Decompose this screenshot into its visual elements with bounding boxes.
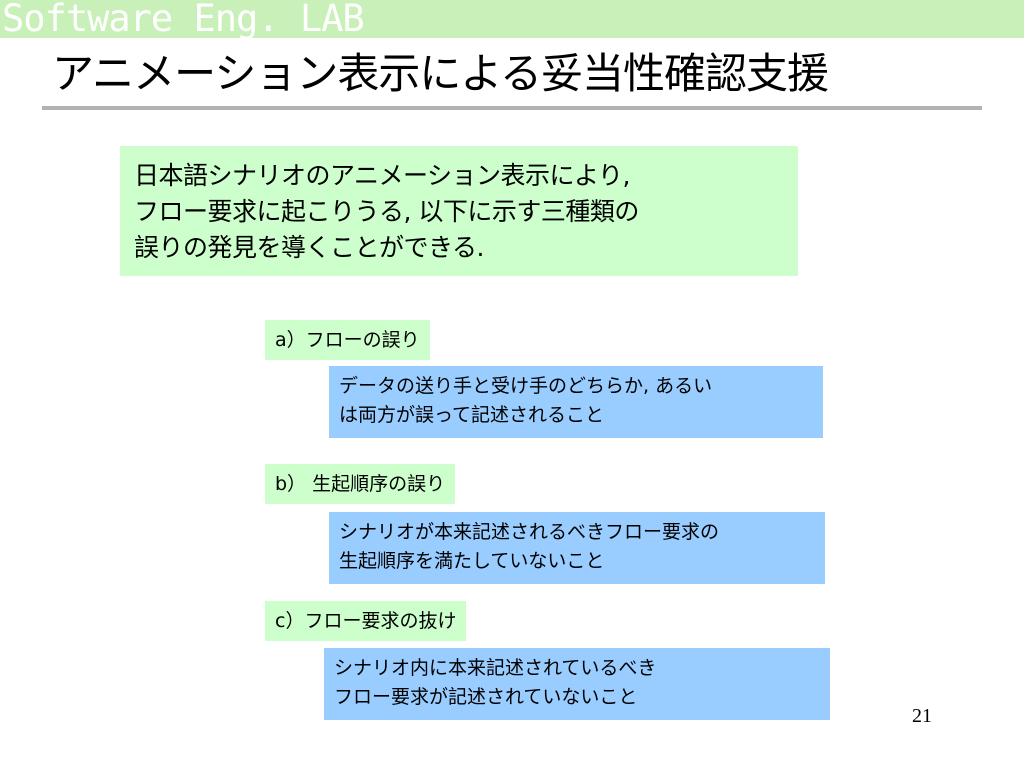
description-line: は両方が誤って記述されること	[339, 404, 605, 426]
title-underline	[42, 106, 982, 110]
page-number: 21	[912, 705, 932, 727]
intro-line: フロー要求に起こりうる, 以下に示す三種類の	[134, 197, 639, 226]
description-line: シナリオ内に本来記述されているべき	[334, 657, 657, 679]
header-band: Software Eng. LAB	[0, 0, 1024, 38]
description-line: シナリオが本来記述されるべきフロー要求の	[339, 521, 720, 543]
lab-logo: Software Eng. LAB	[2, 0, 365, 40]
intro-line: 誤りの発見を導くことができる.	[134, 233, 484, 262]
description-line: データの送り手と受け手のどちらか, あるい	[339, 375, 713, 397]
intro-box: 日本語シナリオのアニメーション表示により, フロー要求に起こりうる, 以下に示す…	[120, 146, 798, 276]
category-b-description: シナリオが本来記述されるべきフロー要求の 生起順序を満たしていないこと	[329, 512, 825, 584]
intro-line: 日本語シナリオのアニメーション表示により,	[134, 161, 630, 190]
category-b-label: b） 生起順序の誤り	[265, 464, 456, 504]
slide-title: アニメーション表示による妥当性確認支援	[52, 49, 829, 98]
category-c-description: シナリオ内に本来記述されているべき フロー要求が記述されていないこと	[324, 648, 830, 720]
category-c-label: c）フロー要求の抜け	[265, 601, 467, 641]
description-line: フロー要求が記述されていないこと	[334, 686, 638, 708]
category-a-label: a）フローの誤り	[265, 320, 430, 360]
description-line: 生起順序を満たしていないこと	[339, 550, 605, 572]
category-a-description: データの送り手と受け手のどちらか, あるい は両方が誤って記述されること	[329, 366, 823, 438]
